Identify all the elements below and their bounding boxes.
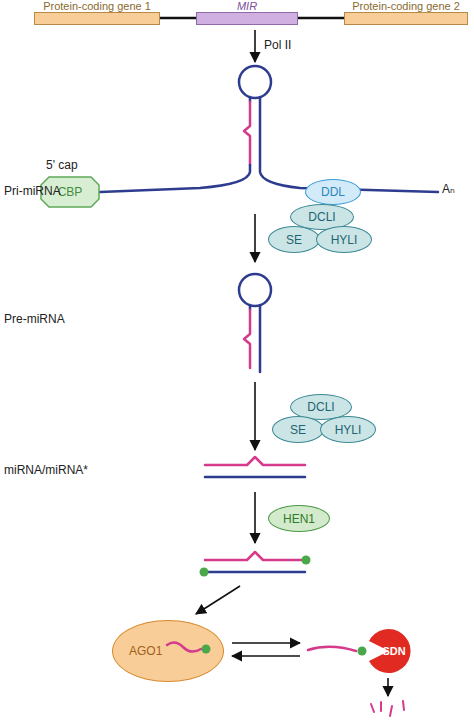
pacman-shape <box>369 629 411 673</box>
node-label: DCLI <box>308 210 335 224</box>
mir-gene-box: MIR <box>196 12 298 25</box>
protein-oval: DDL <box>305 179 361 205</box>
node-label: HYLI <box>335 423 362 437</box>
sdn-nuclease: SDN <box>366 628 412 674</box>
enzyme-label: Pol II <box>264 38 291 52</box>
methyl-dot <box>202 645 211 654</box>
node-label: SDN <box>382 644 405 658</box>
hen1-protein: HEN1 <box>268 505 330 532</box>
protein-oval: SE <box>268 226 320 253</box>
stage-label: miRNA/miRNA* <box>4 463 88 477</box>
cap-label: 5' cap <box>46 158 78 172</box>
node-label: HYLI <box>331 233 358 247</box>
methylated-duplex <box>200 552 311 577</box>
node-label: SE <box>286 233 302 247</box>
pre-mirna-hairpin <box>239 274 271 372</box>
protein-oval: SE <box>272 416 324 443</box>
node-label: MIR <box>237 0 257 12</box>
node-label: AGO1 <box>129 644 162 658</box>
node-label: HEN1 <box>283 512 315 526</box>
node-label: SE <box>290 423 306 437</box>
node-label: CBP <box>58 185 83 199</box>
node-label: DCLI <box>307 400 334 414</box>
node-label: Protein-coding gene 1 <box>43 0 151 12</box>
stage-label: Pre-miRNA <box>4 312 65 326</box>
polya-label: Aₙ <box>442 182 455 196</box>
free-mirna <box>308 647 367 656</box>
bound-mirna <box>163 637 213 661</box>
gene-box: Protein-coding gene 1 <box>34 12 160 25</box>
pri-mirna-hairpin <box>100 66 438 192</box>
mirna-strand <box>167 642 201 651</box>
gene-box: Protein-coding gene 2 <box>344 12 468 25</box>
protein-oval: HYLI <box>320 416 376 443</box>
mirna-duplex <box>205 457 305 477</box>
degraded-fragments <box>371 701 404 716</box>
node-label: DDL <box>321 185 345 199</box>
flow-arrows <box>196 30 388 696</box>
ago1-protein: AGO1 <box>112 620 224 682</box>
node-label: Protein-coding gene 2 <box>352 0 460 12</box>
stage-label: Pri-miRNA <box>4 184 61 198</box>
protein-oval: HYLI <box>316 226 372 253</box>
